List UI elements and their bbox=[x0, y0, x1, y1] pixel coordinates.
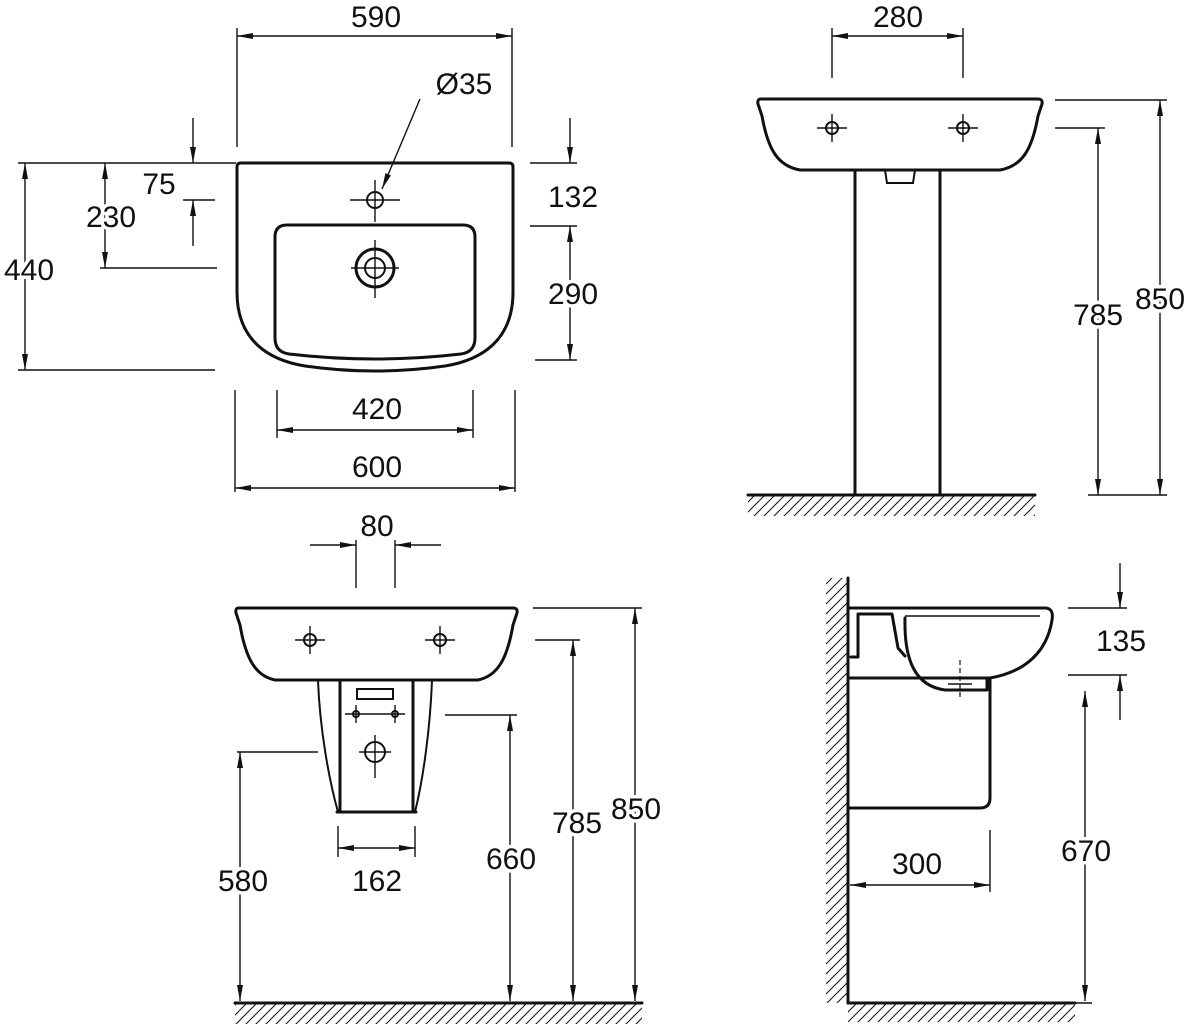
waste-opening bbox=[356, 688, 394, 700]
dimension-label: 290 bbox=[548, 278, 598, 311]
basin-outline bbox=[234, 606, 519, 682]
drain-hole bbox=[351, 240, 399, 298]
pedestal-notch bbox=[884, 169, 916, 184]
semi-pedestal-outer-right bbox=[414, 680, 433, 813]
dimension-pedestal-width: 162 bbox=[337, 826, 416, 902]
tap-hole-right bbox=[425, 626, 455, 654]
dimension-bowl-width: 420 bbox=[276, 390, 474, 438]
tap-hole bbox=[350, 180, 400, 222]
tap-hole-right bbox=[948, 114, 978, 142]
tap-hole-left bbox=[817, 114, 847, 142]
semi-pedestal-front-view: 80 162 580 660 785 850 bbox=[214, 507, 665, 1024]
dimension-lower-height: 785 bbox=[535, 639, 606, 1001]
plan-view: 590 Ø35 75 230 440 132 bbox=[0, 0, 602, 492]
bowl-outline bbox=[273, 223, 477, 361]
dimension-rim-height: 850 bbox=[1055, 99, 1188, 496]
semi-pedestal-outer-left bbox=[317, 680, 339, 813]
dimension-tap-hole-diameter: Ø35 bbox=[381, 65, 496, 190]
dimension-bowl-depth: 135 bbox=[1068, 563, 1150, 720]
basin-outline bbox=[235, 161, 515, 373]
dimension-tap-hole-spacing: 280 bbox=[831, 0, 964, 78]
dimension-label: 670 bbox=[1061, 835, 1111, 868]
floor-hatch bbox=[848, 1004, 1075, 1022]
dimension-label: 135 bbox=[1096, 625, 1146, 658]
tap-hole-left bbox=[295, 626, 325, 654]
dimension-lower-height: 785 bbox=[1055, 127, 1127, 495]
dimension-depth: 440 bbox=[0, 162, 236, 371]
dimension-label: 132 bbox=[548, 181, 598, 214]
dimension-bowl-length: 290 bbox=[535, 226, 602, 361]
dimension-hole-spacing: 80 bbox=[310, 507, 441, 588]
dimension-drain-height: 580 bbox=[214, 751, 318, 1001]
dimension-label: 850 bbox=[611, 793, 661, 826]
basin-back-profile bbox=[849, 612, 907, 659]
dimension-label: Ø35 bbox=[436, 68, 493, 101]
dimension-drain-offset: 230 bbox=[82, 163, 217, 269]
dimension-label: 785 bbox=[1073, 299, 1123, 332]
dimension-tap-hole-offset: 75 bbox=[139, 118, 215, 246]
dimension-label: 162 bbox=[352, 865, 402, 898]
dimension-projection: 300 bbox=[850, 830, 991, 892]
floor-hatch bbox=[748, 496, 1035, 516]
basin-outline bbox=[756, 97, 1044, 172]
dimension-rim-height: 850 bbox=[533, 607, 665, 1001]
leader-line bbox=[381, 98, 421, 190]
semi-pedestal-side-view: 135 670 300 bbox=[826, 563, 1150, 1022]
pedestal-front-view: 280 785 850 bbox=[746, 0, 1188, 516]
dimension-label: 280 bbox=[873, 1, 923, 34]
dimension-fixing-height: 660 bbox=[445, 714, 540, 1001]
dimension-label: 660 bbox=[486, 843, 536, 876]
dimension-label: 785 bbox=[552, 807, 602, 840]
wall-hatch bbox=[826, 578, 848, 1003]
bowl-profile bbox=[903, 616, 989, 692]
dimension-label: 230 bbox=[86, 201, 136, 234]
semi-pedestal bbox=[317, 679, 433, 814]
dimension-width-top: 590 bbox=[236, 0, 513, 147]
dimension-label: 590 bbox=[351, 1, 401, 34]
basin-rim-outline bbox=[848, 606, 1054, 680]
dimension-bowl-bottom-height: 670 bbox=[1057, 691, 1115, 1004]
dimension-label: 440 bbox=[4, 254, 54, 287]
dimension-label: 580 bbox=[218, 865, 268, 898]
dimension-tap-to-bowl: 132 bbox=[530, 118, 602, 227]
dimension-label: 420 bbox=[352, 393, 402, 426]
floor-hatch bbox=[235, 1004, 642, 1024]
dimension-label: 80 bbox=[360, 510, 393, 543]
semi-pedestal-profile bbox=[848, 676, 992, 810]
dimension-label: 850 bbox=[1135, 283, 1185, 316]
dimension-overall-width: 600 bbox=[234, 390, 516, 492]
dimension-label: 75 bbox=[142, 168, 175, 201]
dimension-label: 600 bbox=[352, 451, 402, 484]
dimension-label: 300 bbox=[892, 848, 942, 881]
